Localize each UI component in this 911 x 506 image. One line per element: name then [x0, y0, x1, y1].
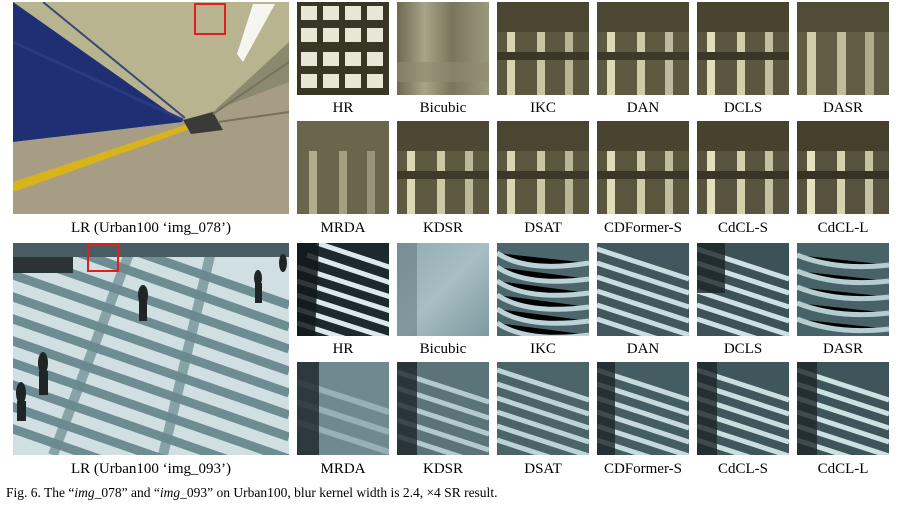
label-dasr: DASR — [822, 100, 863, 116]
label-ikc: IKC — [530, 341, 556, 357]
figure-caption: Fig. 6. The “img_078” and “img_093” on U… — [6, 484, 497, 502]
label-dasr: DASR — [822, 341, 863, 357]
patch-dan-img093 — [597, 243, 689, 336]
patch-hr-img093 — [297, 243, 389, 336]
label-hr: HR — [332, 100, 354, 116]
patch-dsat-img078 — [497, 121, 589, 214]
label-dcls: DCLS — [723, 341, 763, 357]
label-cdcl-s: CdCL-S — [717, 220, 768, 236]
patch-dcls-img078 — [697, 2, 789, 95]
patch-bicubic-img093 — [397, 243, 489, 336]
patch-mrda-img093 — [297, 362, 389, 455]
patch-hr-img078 — [297, 2, 389, 95]
caption-mid: ” and “ — [121, 485, 160, 500]
caption-suffix: ” on Urban100, blur kernel width is 2.4,… — [207, 485, 498, 500]
label-cdcl-l: CdCL-L — [817, 461, 869, 477]
lr-label-img093: LR (Urban100 ‘img_093’) — [71, 461, 231, 477]
label-dsat: DSAT — [524, 461, 562, 477]
label-dsat: DSAT — [524, 220, 562, 236]
label-mrda: MRDA — [320, 220, 366, 236]
caption-name1: img — [74, 485, 95, 500]
label-bicubic: Bicubic — [419, 341, 467, 357]
caption-prefix: Fig. 6. The “ — [6, 485, 75, 500]
label-cdcl-l: CdCL-L — [817, 220, 869, 236]
label-mrda: MRDA — [320, 461, 366, 477]
patch-ikc-img093 — [497, 243, 589, 336]
label-dan: DAN — [626, 100, 660, 116]
caption-num2: _093 — [180, 485, 208, 500]
lr-image-img093 — [13, 243, 289, 455]
caption-name2: img — [159, 485, 181, 500]
patch-bicubic-img078 — [397, 2, 489, 95]
label-cdformer-s: CDFormer-S — [603, 461, 683, 477]
patch-dasr-img093 — [797, 243, 889, 336]
label-hr: HR — [332, 341, 354, 357]
patch-dsat-img093 — [497, 362, 589, 455]
label-kdsr: KDSR — [422, 220, 463, 236]
patch-kdsr-img078 — [397, 121, 489, 214]
label-dan: DAN — [626, 341, 660, 357]
patch-cdcl-l-img078 — [797, 121, 889, 214]
label-cdformer-s: CDFormer-S — [603, 220, 683, 236]
patch-mrda-img078 — [297, 121, 389, 214]
patch-cdcl-l-img093 — [797, 362, 889, 455]
lr-label-img078: LR (Urban100 ‘img_078’) — [71, 220, 231, 236]
patch-cdcl-s-img078 — [697, 121, 789, 214]
caption-num1: _078 — [94, 485, 122, 500]
patch-kdsr-img093 — [397, 362, 489, 455]
patch-ikc-img078 — [497, 2, 589, 95]
patch-dan-img078 — [597, 2, 689, 95]
label-cdcl-s: CdCL-S — [717, 461, 768, 477]
label-ikc: IKC — [530, 100, 556, 116]
patch-dasr-img078 — [797, 2, 889, 95]
patch-cdcl-s-img093 — [697, 362, 789, 455]
lr-image-img078 — [13, 2, 289, 214]
patch-cdformer-s-img093 — [597, 362, 689, 455]
label-dcls: DCLS — [723, 100, 763, 116]
patch-cdformer-s-img078 — [597, 121, 689, 214]
label-bicubic: Bicubic — [419, 100, 467, 116]
patch-dcls-img093 — [697, 243, 789, 336]
label-kdsr: KDSR — [422, 461, 463, 477]
